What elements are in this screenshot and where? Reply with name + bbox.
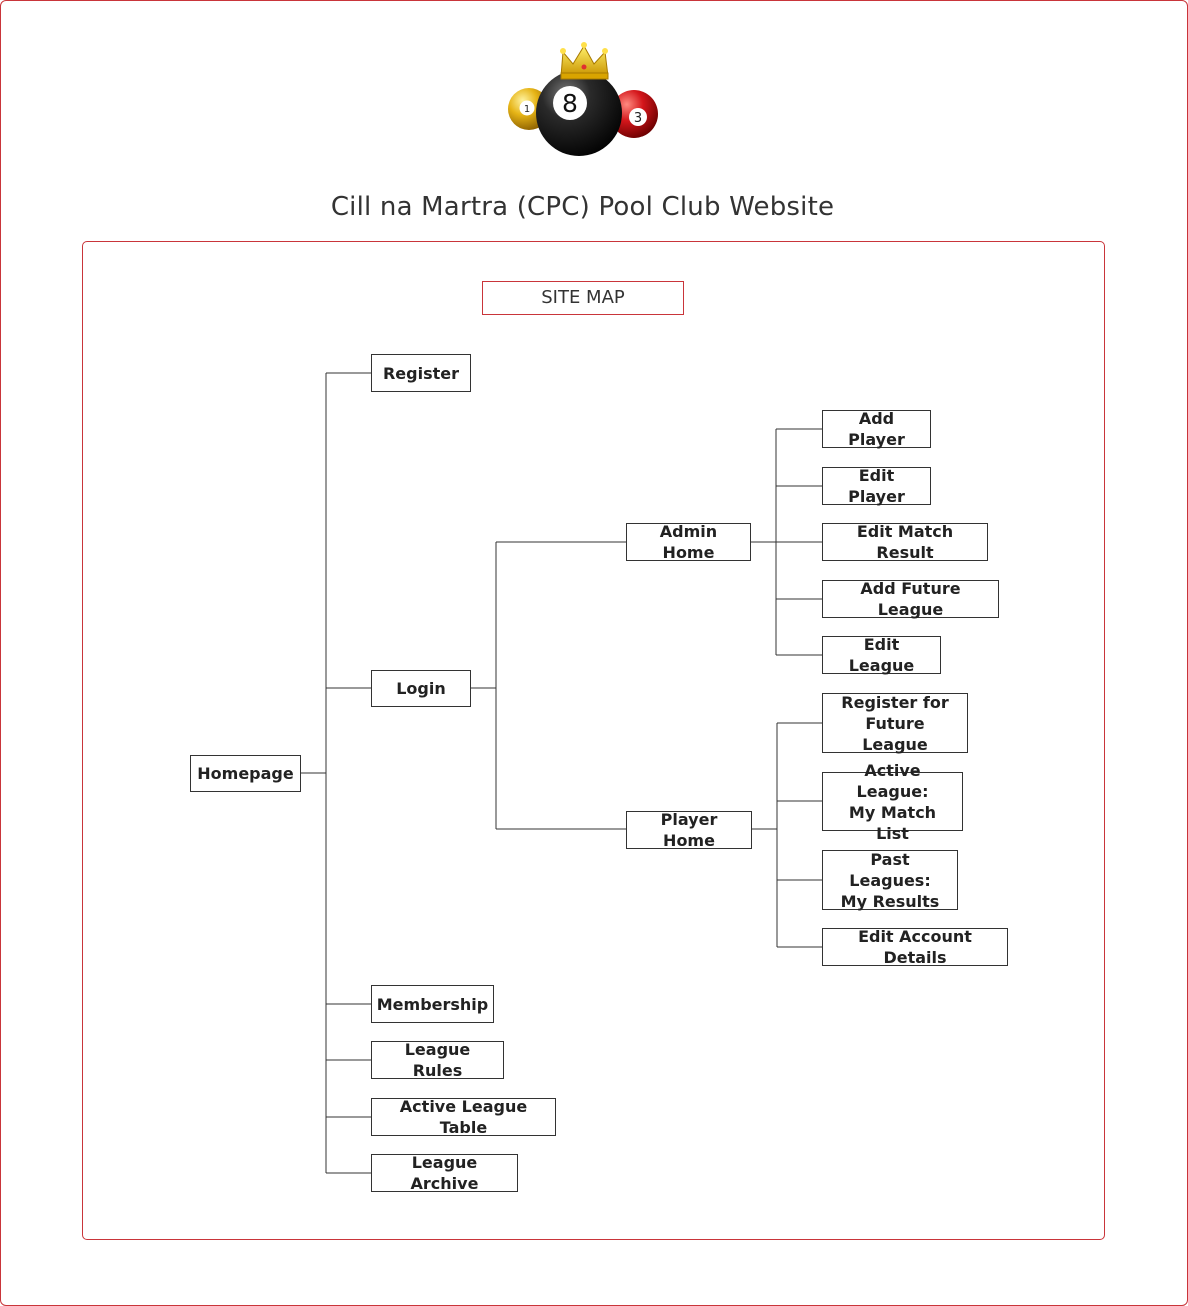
node-login: Login (371, 670, 471, 707)
sitemap-panel (82, 241, 1105, 1240)
node-edit-player: Edit Player (822, 466, 931, 506)
node-edit-account-details: Edit Account Details (822, 927, 1008, 967)
svg-text:8: 8 (562, 89, 578, 118)
crown-icon (560, 42, 609, 80)
node-membership: Membership (371, 985, 494, 1023)
node-active-league-my-match-list: Active League: My Match List (822, 761, 963, 843)
node-player-home: Player Home (626, 810, 752, 850)
node-past-leagues-my-results: Past Leagues: My Results (822, 850, 958, 911)
node-edit-league: Edit League (822, 635, 941, 675)
node-admin-home: Admin Home (626, 522, 751, 562)
node-add-player: Add Player (822, 409, 931, 449)
ball-8-icon: 8 (536, 70, 622, 156)
page-title: Cill na Martra (CPC) Pool Club Website (330, 192, 835, 222)
node-add-future-league: Add Future League (822, 579, 999, 619)
node-league-rules: League Rules (371, 1040, 504, 1080)
node-homepage: Homepage (190, 755, 301, 792)
node-register-future-league: Register for Future League (822, 693, 968, 754)
svg-text:3: 3 (634, 111, 642, 126)
node-edit-match-result: Edit Match Result (822, 522, 988, 562)
logo: 1 3 8 (508, 42, 658, 156)
sitemap-label: SITE MAP (482, 281, 684, 315)
node-register: Register (371, 354, 471, 392)
svg-text:1: 1 (524, 104, 530, 115)
node-league-archive: League Archive (371, 1153, 518, 1193)
node-active-league-table: Active League Table (371, 1097, 556, 1137)
ball-3-icon: 3 (610, 90, 658, 138)
